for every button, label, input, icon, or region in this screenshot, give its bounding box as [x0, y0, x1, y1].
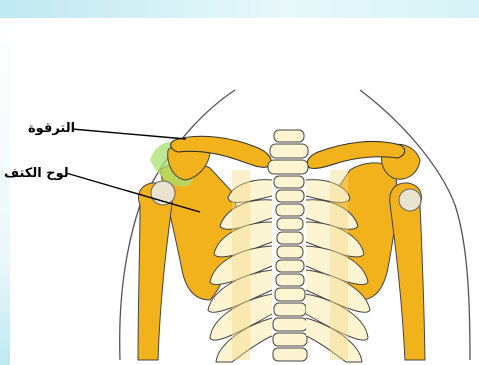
scapula-band-left [232, 170, 250, 360]
humerus-left [138, 183, 172, 360]
leader-line-clavicle [72, 129, 186, 139]
humerus-head-right [399, 189, 421, 211]
scapula-label: لوح الكتف [4, 166, 69, 181]
vertebral-column [268, 130, 308, 361]
scapula-band-right [330, 170, 348, 360]
clavicle-label: الترقوة [28, 121, 75, 136]
